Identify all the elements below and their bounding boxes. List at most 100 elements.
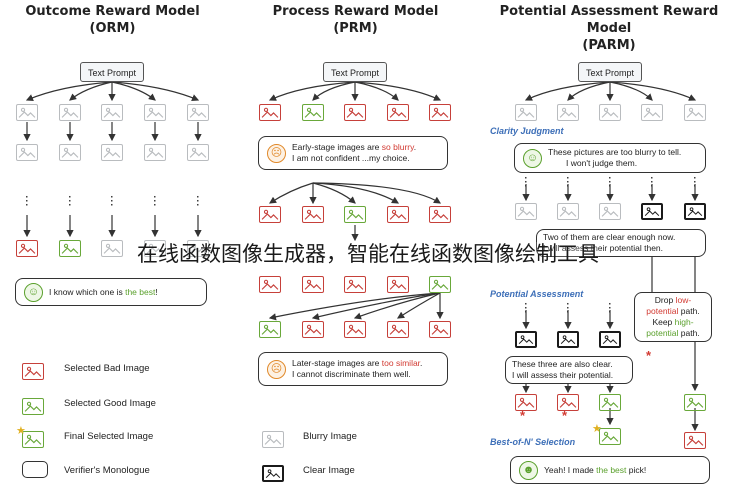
image-icon bbox=[387, 321, 409, 338]
parm-clarity-text: These pictures are too blurry to tell. I… bbox=[548, 147, 705, 169]
parm-dots: ··· bbox=[608, 299, 612, 318]
image-icon bbox=[16, 240, 38, 257]
drop-potential: potential bbox=[646, 306, 679, 316]
legend-monologue: Verifier's Monologue bbox=[64, 465, 150, 476]
crown-star-icon: ★ bbox=[592, 423, 602, 435]
parm-assess-bubble: These three are also clear. I will asses… bbox=[505, 356, 633, 384]
parm-text-prompt: Text Prompt bbox=[578, 62, 642, 82]
image-icon bbox=[684, 104, 706, 121]
image-icon bbox=[429, 321, 451, 338]
image-icon bbox=[59, 240, 81, 257]
image-icon bbox=[144, 104, 166, 121]
prm-later-post: . bbox=[420, 358, 423, 368]
happy-face-icon: ☺ bbox=[24, 282, 43, 302]
prm-abbr: (PRM) bbox=[333, 21, 378, 36]
worried-face-icon: ☹ bbox=[267, 359, 286, 379]
image-icon bbox=[101, 240, 123, 257]
image-icon bbox=[16, 104, 38, 121]
drop-pre: Drop bbox=[654, 295, 676, 305]
prm-early-text: Early-stage images are so blurry. I am n… bbox=[292, 142, 447, 164]
keep-pre: Keep bbox=[652, 317, 675, 327]
parm-assess-line2: I will assess their potential. bbox=[512, 370, 614, 380]
image-icon bbox=[259, 321, 281, 338]
parm-drop-text: Drop low- potential path. Keep high- pot… bbox=[635, 295, 711, 339]
image-icon bbox=[599, 203, 621, 220]
image-icon bbox=[557, 104, 579, 121]
parm-assess-text: These three are also clear. I will asses… bbox=[512, 359, 632, 381]
parm-title-text: Potential Assessment Reward Model bbox=[499, 4, 719, 36]
image-icon bbox=[429, 206, 451, 223]
orm-dots: ··· bbox=[110, 192, 114, 211]
parm-clear-line1: Two of them are clear enough now. bbox=[543, 232, 676, 242]
orm-text-prompt: Text Prompt bbox=[80, 62, 144, 82]
image-icon bbox=[101, 104, 123, 121]
image-icon bbox=[144, 240, 166, 257]
prm-later-bubble: ☹ Later-stage images are too similar. I … bbox=[258, 352, 448, 386]
orm-monologue-bubble: ☺ I know which one is the best! bbox=[15, 278, 207, 306]
image-icon bbox=[22, 398, 44, 415]
best-of-n-label: Best-of-N' Selection bbox=[490, 437, 576, 447]
drop-x-icon: * bbox=[520, 408, 526, 423]
legend-clear: Clear Image bbox=[303, 465, 355, 476]
parm-dots: ··· bbox=[524, 299, 528, 318]
legend-selected-bad: Selected Bad Image bbox=[64, 363, 150, 374]
keep-high: high- bbox=[674, 317, 694, 327]
prm-early-post: . bbox=[413, 142, 417, 152]
legend-final-selected: Final Selected Image bbox=[64, 431, 154, 442]
image-icon bbox=[59, 144, 81, 161]
image-icon bbox=[557, 331, 579, 348]
crown-star-icon: ★ bbox=[16, 425, 26, 437]
image-icon bbox=[262, 431, 284, 448]
image-icon bbox=[259, 276, 281, 293]
image-icon bbox=[599, 394, 621, 411]
clarity-judgment-label: Clarity Judgment bbox=[490, 126, 564, 136]
prm-later-pre: Later-stage images are bbox=[292, 358, 382, 368]
neutral-face-icon: ☺ bbox=[523, 148, 542, 168]
image-icon bbox=[515, 394, 537, 411]
final-highlight: the best bbox=[596, 464, 627, 475]
image-icon bbox=[515, 203, 537, 220]
overlay-caption-text: 在线函数图像生成器，智能在线函数图像绘制工具 bbox=[137, 242, 599, 266]
prm-later-text: Later-stage images are too similar. I ca… bbox=[292, 358, 447, 380]
image-icon bbox=[387, 206, 409, 223]
drop-x-icon: * bbox=[646, 348, 652, 363]
prm-text-prompt: Text Prompt bbox=[323, 62, 387, 82]
parm-dots: ··· bbox=[566, 173, 570, 192]
orm-dots: ··· bbox=[153, 192, 157, 211]
image-icon bbox=[599, 428, 621, 445]
final-pre: Yeah! I made bbox=[544, 464, 597, 475]
prm-early-bubble: ☹ Early-stage images are so blurry. I am… bbox=[258, 136, 448, 170]
orm-bubble-post: ! bbox=[155, 286, 158, 297]
parm-clear-bubble: Two of them are clear enough now. I will… bbox=[536, 229, 706, 257]
image-icon bbox=[557, 394, 579, 411]
image-icon bbox=[344, 276, 366, 293]
keep-potential: potential bbox=[646, 328, 679, 338]
image-icon bbox=[59, 104, 81, 121]
image-icon bbox=[641, 203, 663, 220]
image-icon bbox=[344, 104, 366, 121]
image-icon bbox=[187, 240, 209, 257]
drop-x-icon: * bbox=[562, 408, 568, 423]
image-icon bbox=[302, 104, 324, 121]
parm-dots: ··· bbox=[608, 173, 612, 192]
prm-title: Process Reward Model (PRM) bbox=[243, 3, 468, 37]
drop-path: path. bbox=[678, 306, 700, 316]
image-icon bbox=[259, 104, 281, 121]
image-icon bbox=[515, 331, 537, 348]
image-icon bbox=[429, 104, 451, 121]
image-icon bbox=[187, 104, 209, 121]
parm-dots: ··· bbox=[566, 299, 570, 318]
image-icon bbox=[429, 276, 451, 293]
orm-dots: ··· bbox=[68, 192, 72, 211]
orm-bubble-pre: I know which one is bbox=[49, 286, 126, 297]
image-icon bbox=[302, 276, 324, 293]
image-icon bbox=[684, 203, 706, 220]
image-icon bbox=[557, 203, 579, 220]
image-icon bbox=[187, 144, 209, 161]
orm-bubble-text: I know which one is the best! bbox=[49, 287, 206, 298]
cool-face-icon: ☻ bbox=[519, 460, 538, 480]
legend-blurry: Blurry Image bbox=[303, 431, 357, 442]
parm-clarity-bubble: ☺ These pictures are too blurry to tell.… bbox=[514, 143, 706, 173]
orm-abbr: (ORM) bbox=[89, 21, 136, 36]
